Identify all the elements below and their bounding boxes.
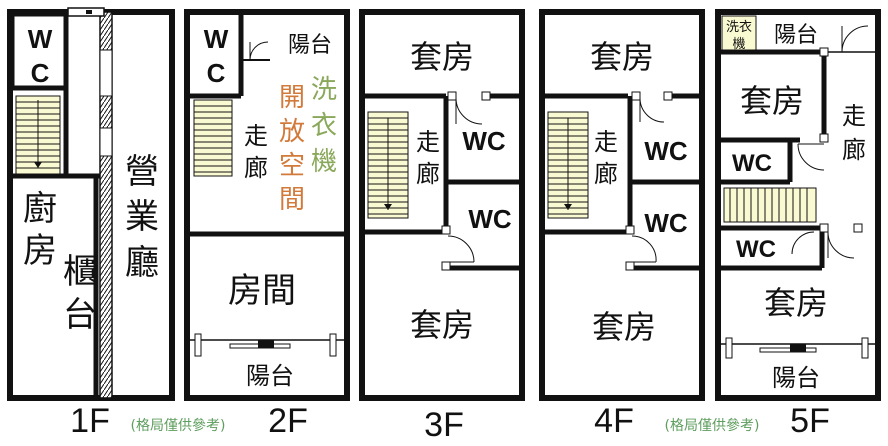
corridor-5f-label-1: 走 xyxy=(842,102,866,130)
balcony-5f-bottom-label: 陽台 xyxy=(772,364,820,392)
laundry-5f-label-2: 機 xyxy=(732,37,745,52)
counter-label-1: 櫃 xyxy=(63,252,97,292)
floor-5f: 洗衣 機 陽台 套房 走 廊 WC WC 套房 陽台 5F xyxy=(715,9,881,440)
counter-label-2: 台 xyxy=(63,295,97,335)
laundry-5f-label-1: 洗衣 xyxy=(726,19,752,35)
open-space-label-2: 放 xyxy=(279,117,305,147)
wc-1f-letter-w: W xyxy=(28,24,53,54)
balcony-5f-top-label: 陽台 xyxy=(774,23,818,48)
hall-label-3: 廳 xyxy=(125,243,159,283)
layout-note-right: (格局僅供參考) xyxy=(665,418,760,434)
floor-label-1f: 1F xyxy=(70,402,110,440)
laundry-2f-label-2: 衣 xyxy=(311,111,337,141)
floor-1f: W C 廚 房 櫃 台 營 業 廳 1F xyxy=(7,7,175,440)
wc-4f-upper-label: WC xyxy=(644,136,688,166)
corridor-2f-label-2: 廊 xyxy=(244,154,268,182)
laundry-5f-box xyxy=(721,15,757,53)
corridor-3f-label-1: 走 xyxy=(416,128,440,156)
hall-label-2: 業 xyxy=(125,197,159,237)
stairs-3f xyxy=(367,111,409,219)
corridor-4f-label-2: 廊 xyxy=(594,160,618,188)
corridor-4f-label-1: 走 xyxy=(594,128,618,156)
column-hatched xyxy=(99,11,113,399)
floor-2f-outline xyxy=(184,9,350,401)
open-space-label-1: 開 xyxy=(279,83,305,113)
floor-label-4f: 4F xyxy=(594,402,634,440)
wc-5f-lower-label: WC xyxy=(736,236,776,263)
hall-label-1: 營 xyxy=(125,152,159,192)
layout-note-left: (格局僅供參考) xyxy=(131,418,226,434)
wc-3f-lower-label: WC xyxy=(468,204,512,234)
kitchen-label-1: 廚 xyxy=(23,189,57,229)
stairs-4f xyxy=(547,111,589,219)
suite-4f-bottom-label: 套房 xyxy=(592,308,656,346)
wc-2f-letter-w: W xyxy=(204,24,229,54)
floor-label-5f: 5F xyxy=(790,402,830,440)
floor-4f: 套房 走 廊 WC WC 套房 4F xyxy=(539,9,705,440)
corridor-2f-label-1: 走 xyxy=(244,122,268,150)
balcony-2f-bottom-label: 陽台 xyxy=(246,362,294,390)
floor-3f: 套房 走 廊 WC WC 套房 3F xyxy=(359,9,525,444)
laundry-2f-label-1: 洗 xyxy=(311,75,337,105)
corridor-3f-label-2: 廊 xyxy=(416,160,440,188)
wc-1f-letter-c: C xyxy=(31,58,50,88)
floor-5f-outline xyxy=(715,9,881,401)
wc-2f-letter-c: C xyxy=(207,58,226,88)
suite-5f-bottom-label: 套房 xyxy=(764,284,828,322)
wc-4f-lower-label: WC xyxy=(644,208,688,238)
floor-label-2f: 2F xyxy=(268,402,308,440)
balcony-2f-top-label: 陽台 xyxy=(288,33,332,58)
room-2f-label: 房間 xyxy=(228,271,296,311)
suite-4f-top-label: 套房 xyxy=(590,38,654,76)
kitchen-label-2: 房 xyxy=(23,231,57,271)
suite-3f-top-label: 套房 xyxy=(410,38,474,76)
wc-5f-upper-label: WC xyxy=(732,150,772,177)
floor-label-3f: 3F xyxy=(424,406,464,444)
floor-4f-outline xyxy=(539,9,705,401)
floor-2f: W C 陽台 洗 衣 機 開 放 空 間 走 廊 房間 陽台 2F xyxy=(184,9,350,440)
wc-3f-upper-label: WC xyxy=(462,126,506,156)
open-space-label-4: 間 xyxy=(279,185,305,215)
open-space-label-3: 空 xyxy=(279,151,305,181)
stairs-5f xyxy=(723,187,817,223)
suite-5f-top-label: 套房 xyxy=(740,82,804,120)
stairs-1f xyxy=(15,95,61,175)
laundry-2f-label-3: 機 xyxy=(311,147,337,177)
corridor-5f-label-2: 廊 xyxy=(842,136,866,164)
suite-3f-bottom-label: 套房 xyxy=(410,306,474,344)
floor-3f-outline xyxy=(359,9,525,401)
stairs-2f xyxy=(193,99,233,177)
